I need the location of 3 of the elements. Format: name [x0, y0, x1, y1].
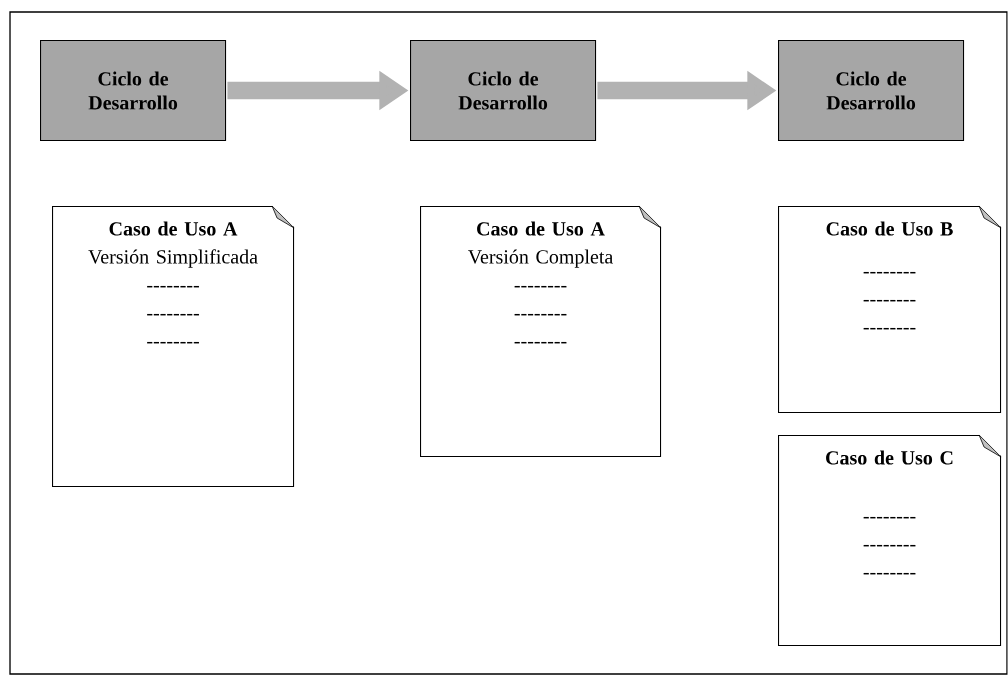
- process-box: Ciclo de Desarrollo: [40, 40, 227, 142]
- process-box: Ciclo de Desarrollo: [778, 40, 965, 142]
- process-box: Ciclo de Desarrollo: [410, 40, 597, 142]
